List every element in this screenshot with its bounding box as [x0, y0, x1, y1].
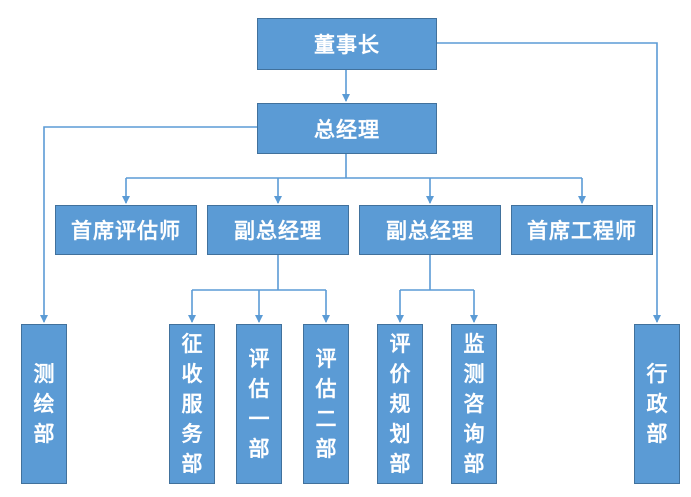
node-planning-dept: 评价规划部: [377, 324, 423, 484]
node-vice-general-manager-1: 副总经理: [207, 205, 349, 255]
node-chief-engineer: 首席工程师: [511, 205, 653, 255]
node-label: 评估二部: [316, 344, 337, 464]
node-monitoring-dept: 监测咨询部: [451, 324, 497, 484]
node-evaluation-dept-1: 评估一部: [236, 324, 282, 484]
node-label: 副总经理: [234, 219, 322, 243]
connector-vgm1-bus: [192, 255, 326, 291]
node-label-char: 询: [463, 422, 485, 446]
connector-gm-survey: [40, 126, 257, 323]
node-vice-general-manager-2: 副总经理: [359, 205, 501, 255]
node-label-char: 行: [646, 362, 668, 386]
node-chairman: 董事长: [257, 18, 437, 70]
node-label-char: 部: [33, 422, 55, 446]
node-label: 征收服务部: [182, 329, 203, 479]
connector-vgm2-bus: [400, 255, 474, 291]
node-label-char: 规: [389, 392, 411, 416]
node-label-char: 服: [181, 392, 203, 416]
node-general-manager: 总经理: [257, 103, 437, 154]
node-evaluation-dept-2: 评估二部: [303, 324, 349, 484]
node-label-char: 监: [463, 332, 485, 356]
node-label: 行政部: [647, 359, 668, 449]
node-label: 首席工程师: [527, 219, 637, 243]
node-label: 测绘部: [34, 359, 55, 449]
node-chief-appraiser: 首席评估师: [55, 205, 197, 255]
node-label-char: 估: [248, 377, 270, 401]
node-label-char: 部: [248, 437, 270, 461]
node-label: 监测咨询部: [464, 329, 485, 479]
node-label-char: 部: [463, 452, 485, 476]
node-expropriation-dept: 征收服务部: [169, 324, 215, 484]
node-label: 评价规划部: [390, 329, 411, 479]
node-label-char: 一: [248, 407, 270, 431]
node-label-char: 测: [463, 362, 485, 386]
node-label-char: 部: [181, 452, 203, 476]
node-label-char: 评: [315, 347, 337, 371]
node-label-char: 部: [646, 422, 668, 446]
node-admin-dept: 行政部: [634, 324, 680, 484]
node-label-char: 绘: [33, 392, 55, 416]
node-label-char: 部: [315, 437, 337, 461]
node-label: 评估一部: [249, 344, 270, 464]
node-label-char: 部: [389, 452, 411, 476]
node-label-char: 划: [389, 422, 411, 446]
node-label-char: 政: [646, 392, 668, 416]
node-label-char: 评: [248, 347, 270, 371]
node-label-char: 估: [315, 377, 337, 401]
node-label: 董事长: [314, 33, 380, 57]
node-label-char: 征: [181, 332, 203, 356]
node-label: 首席评估师: [71, 219, 181, 243]
connector-chairman-admin: [437, 42, 661, 323]
node-label-char: 咨: [463, 392, 485, 416]
node-label-char: 评: [389, 332, 411, 356]
node-label: 总经理: [314, 117, 380, 142]
node-label-char: 务: [181, 422, 203, 446]
connector-gm-bus: [126, 154, 582, 179]
node-label: 副总经理: [386, 219, 474, 243]
node-label-char: 价: [389, 362, 411, 386]
node-label-char: 二: [315, 407, 337, 431]
node-label-char: 测: [33, 362, 55, 386]
node-label-char: 收: [181, 362, 203, 386]
node-surveying-dept: 测绘部: [21, 324, 67, 484]
